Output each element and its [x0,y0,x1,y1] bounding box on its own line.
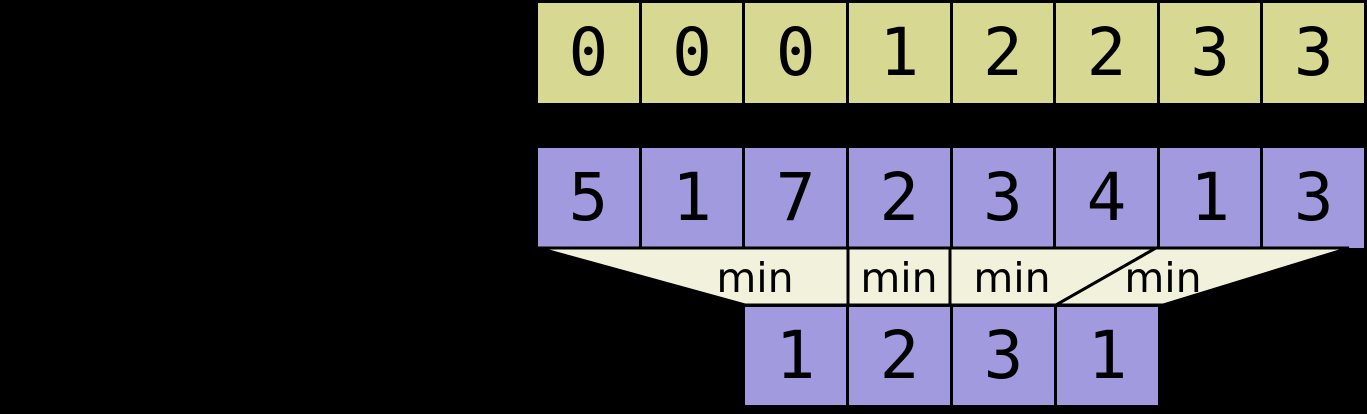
min-operator-label: min [716,253,794,302]
block-min-cell: 1 [1057,307,1158,405]
block-min-row: 1 2 3 1 [742,304,1161,408]
min-operator-label: min [860,253,938,302]
min-operator-label: min [1124,253,1202,302]
array-cell: 1 [1159,148,1261,248]
block-index-cell: 2 [952,3,1054,103]
block-index-cell: 0 [538,3,639,103]
array-cell: 3 [952,148,1054,248]
block-index-cell: 1 [848,3,950,103]
min-funnel-shape [537,246,850,307]
array-cell: 7 [745,148,846,248]
array-row: 5 1 7 2 3 4 1 3 [535,145,1367,251]
array-cell: 3 [1263,148,1364,248]
block-index-row: 0 0 0 1 2 2 3 3 [535,0,1367,106]
block-index-cell: 2 [1056,3,1157,103]
array-cell: 4 [1056,148,1157,248]
block-index-cell: 0 [641,3,743,103]
array-cell: 5 [538,148,639,248]
block-min-cell: 3 [953,307,1054,405]
array-cell: 2 [848,148,950,248]
min-operator-label: min [973,253,1051,302]
min-funnel-shape [1050,246,1350,307]
block-index-cell: 3 [1159,3,1261,103]
block-index-cell: 0 [745,3,846,103]
array-cell: 1 [641,148,743,248]
block-min-cell: 1 [745,307,846,405]
block-index-cell: 3 [1263,3,1364,103]
block-min-cell: 2 [849,307,950,405]
